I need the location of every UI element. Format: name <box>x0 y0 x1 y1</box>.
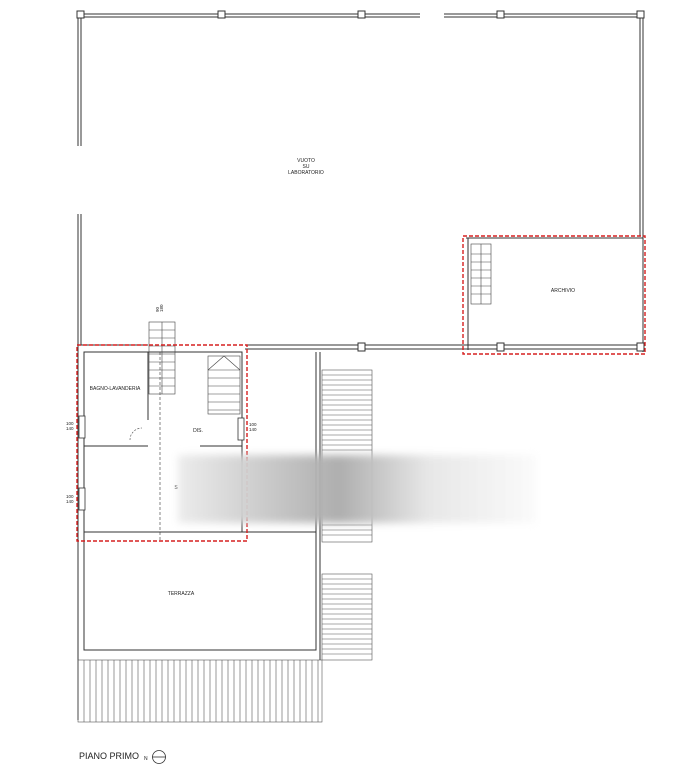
dim-win-mid-w: 100 <box>249 422 257 427</box>
label-vuoto-3: LABORATORIO <box>288 170 324 176</box>
dim-stair-a: 90 <box>155 306 160 312</box>
dim-win-mid-h: 140 <box>249 427 257 432</box>
dim-win-left-lower-h: 140 <box>66 499 74 504</box>
label-terrazza: TERRAZZA <box>168 591 195 597</box>
dim-win-left-upper-h: 140 <box>66 426 74 431</box>
label-s: S <box>174 485 178 491</box>
pergola-right-lower <box>321 573 373 661</box>
label-archivio: ARCHIVIO <box>551 288 575 294</box>
dim-win-left-lower-w: 100 <box>66 494 74 499</box>
windows <box>78 415 245 511</box>
dim-win-left-upper-w: 100 <box>66 421 74 426</box>
label-dis: DIS. <box>193 428 203 434</box>
label-vuoto-1: VUOTO <box>297 158 315 164</box>
label-bagno: BAGNO-LAVANDERIA <box>90 386 141 392</box>
north-arrow-icon: N <box>144 750 166 764</box>
dwelling-stairs <box>129 321 241 441</box>
label-vuoto-2: SU <box>303 164 310 170</box>
archive-stairs <box>470 243 492 305</box>
dim-stair-b: 180 <box>159 304 164 312</box>
highlight-boxes <box>76 235 646 542</box>
north-letter: N <box>144 756 148 762</box>
highlight-dwelling <box>76 344 248 542</box>
drawing-title: PIANO PRIMO <box>79 751 140 761</box>
pergola-bottom <box>77 659 323 723</box>
redacted-blur-area <box>178 455 536 523</box>
highlight-archivio <box>462 235 646 355</box>
columns <box>76 10 645 352</box>
